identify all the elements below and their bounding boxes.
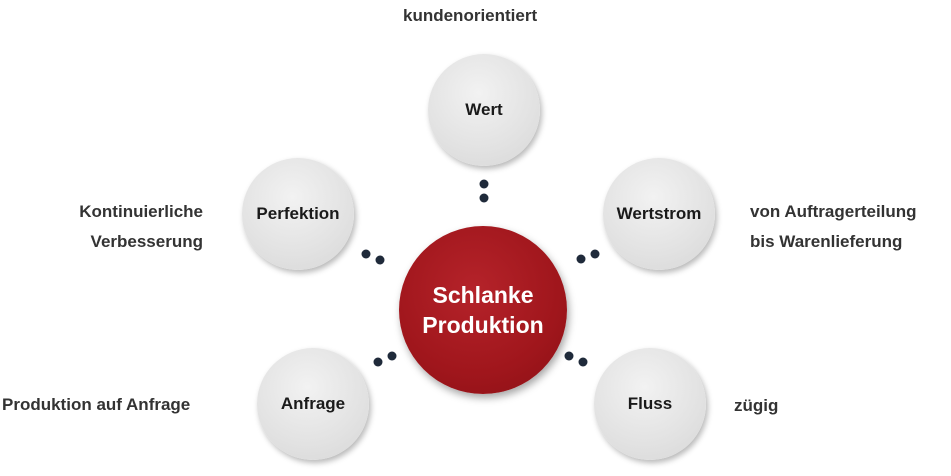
caption-line: bis Warenlieferung	[750, 232, 903, 251]
connector-dot	[361, 249, 371, 259]
caption-line: von Auftragerteilung	[750, 202, 917, 221]
caption-line: Kontinuierliche	[79, 202, 203, 221]
node-perfektion: Perfektion	[242, 158, 354, 270]
caption-wertstrom: von Auftragerteilung bis Warenlieferung	[750, 197, 917, 257]
caption-anfrage: Produktion auf Anfrage	[2, 390, 190, 420]
caption-perfektion: Kontinuierliche Verbesserung	[66, 197, 203, 257]
center-label: Schlanke Produktion	[422, 282, 544, 338]
connector-dot	[590, 249, 600, 259]
node-wertstrom: Wertstrom	[603, 158, 715, 270]
connector-dot	[479, 179, 489, 189]
caption-fluss: zügig	[734, 391, 778, 421]
node-label: Wert	[465, 100, 503, 119]
connector-dot	[576, 254, 586, 264]
connector-dot	[578, 357, 588, 367]
caption-line: Produktion auf Anfrage	[2, 395, 191, 414]
connector-dot	[387, 351, 397, 361]
caption-line: kundenorientiert	[403, 6, 538, 25]
connector-dot	[479, 193, 489, 203]
caption-line: Verbesserung	[90, 232, 203, 251]
caption-wert: kundenorientiert	[403, 1, 537, 31]
node-label: Fluss	[627, 394, 673, 413]
node-label: Anfrage	[280, 394, 346, 413]
connector-dot	[373, 357, 383, 367]
node-anfrage: Anfrage	[257, 348, 369, 460]
node-label: Perfektion	[256, 204, 340, 223]
connector-dot	[375, 255, 385, 265]
node-label: Wertstrom	[616, 204, 702, 223]
node-fluss: Fluss	[594, 348, 706, 460]
node-wert: Wert	[428, 54, 540, 166]
caption-line: zügig	[734, 396, 779, 415]
connector-dot	[564, 351, 574, 361]
center-node: Schlanke Produktion	[399, 226, 567, 394]
